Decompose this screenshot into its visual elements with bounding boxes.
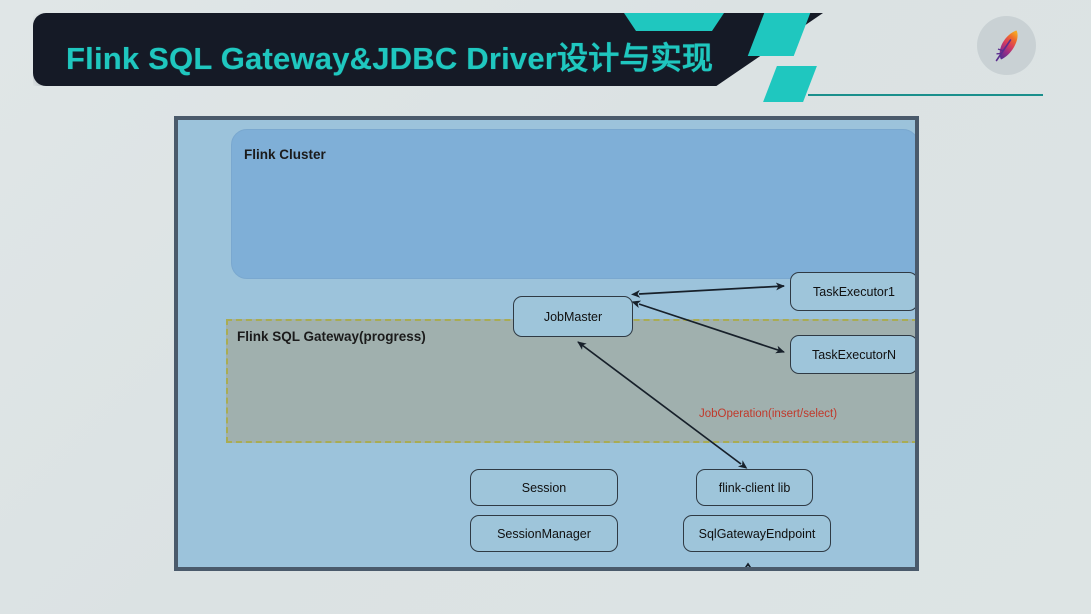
node-flink-client-lib[interactable]: flink-client lib [696,469,813,506]
node-taskexecutorn[interactable]: TaskExecutorN [790,335,915,374]
node-taskexecutor1[interactable]: TaskExecutor1 [790,272,915,311]
flink-sql-gateway-heading: Flink SQL Gateway(progress) [237,329,426,344]
flink-cluster-panel: Flink Cluster [231,129,915,279]
accent-underline-rule [808,94,1043,96]
accent-slash-shape-lower [763,66,817,102]
restful-api-double-arrow [744,562,752,567]
node-jobmaster[interactable]: JobMaster [513,296,633,337]
slide-title-band: Flink SQL Gateway&JDBC Driver设计与实现 [0,0,1091,104]
page-title: Flink SQL Gateway&JDBC Driver设计与实现 [66,41,714,76]
flink-cluster-heading: Flink Cluster [244,147,326,162]
architecture-diagram: Flink Cluster Flink SQL Gateway(progress… [174,116,919,571]
accent-trapezoid-shape [624,13,724,31]
apache-feather-logo [977,16,1036,75]
node-sql-gateway-endpoint[interactable]: SqlGatewayEndpoint [683,515,831,552]
arrow-jobmaster-taskexecutor1 [631,282,785,298]
label-job-operation: JobOperation(insert/select) [699,408,838,420]
node-session[interactable]: Session [470,469,618,506]
node-session-manager[interactable]: SessionManager [470,515,618,552]
